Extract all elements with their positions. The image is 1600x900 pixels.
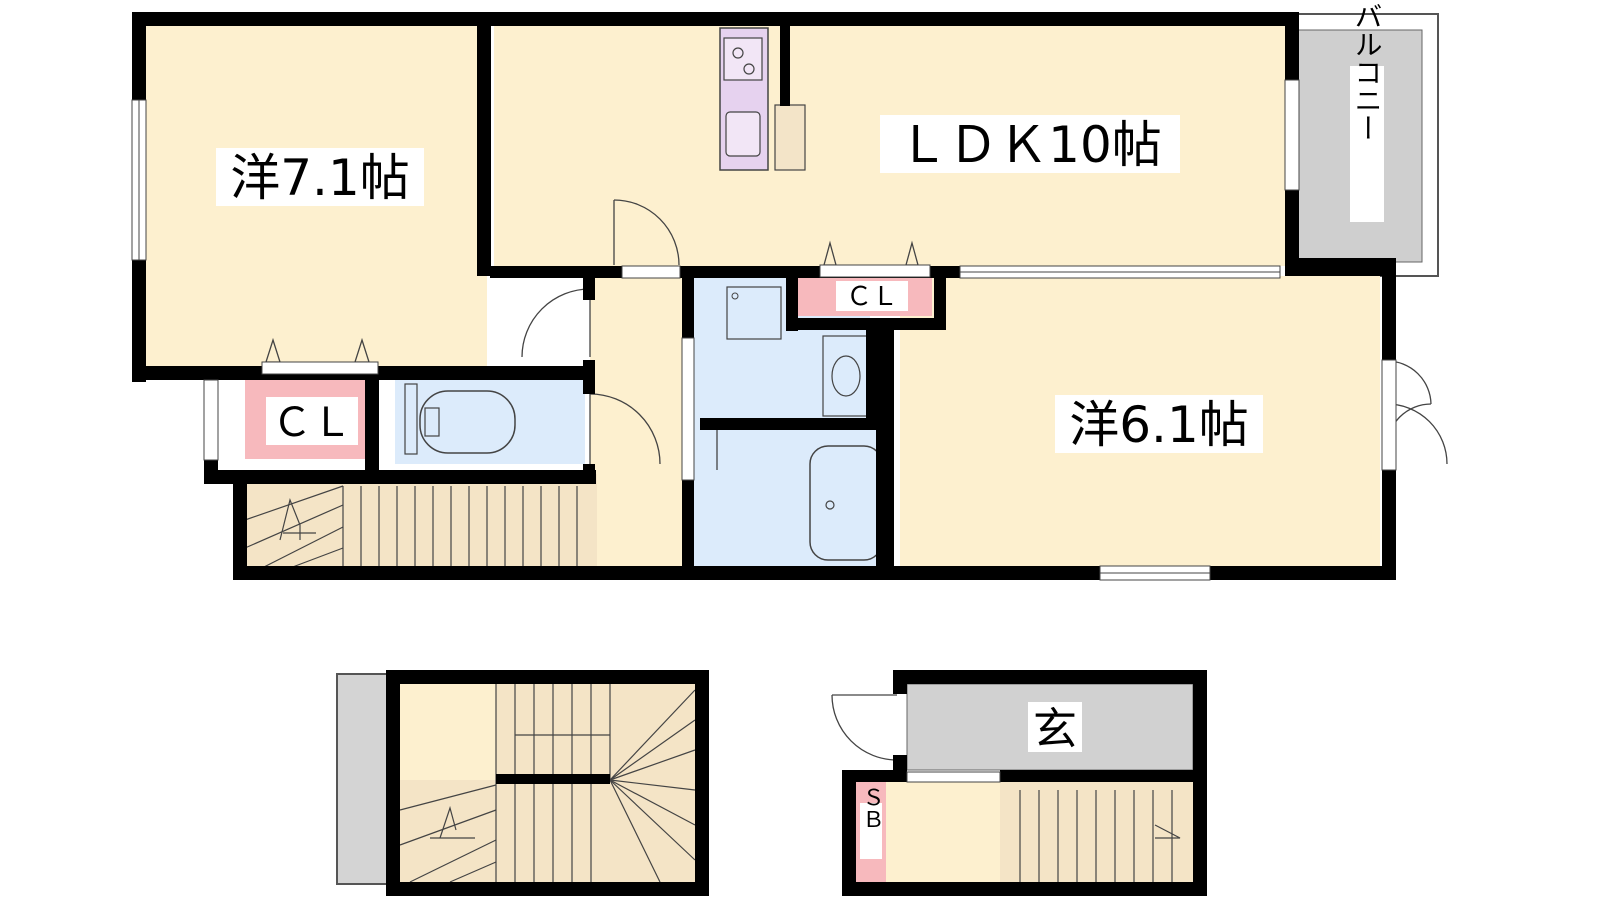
doors-upper <box>265 199 1448 470</box>
washbasin-icon <box>831 355 861 397</box>
label-bg-shoe-box <box>860 803 882 859</box>
entrance-hall-floor <box>885 782 1000 882</box>
label-bg-balcony <box>1350 66 1384 222</box>
label-bg-western-61 <box>1055 395 1263 453</box>
sink-icon <box>725 111 761 157</box>
label-bg-western-71 <box>216 148 424 206</box>
lower-balcony-strip <box>336 673 388 885</box>
drain-icon <box>731 292 739 300</box>
room-label-balcony: バルコニー <box>1351 2 1384 142</box>
label-bg-ldk <box>880 115 1180 173</box>
lower-stair-section <box>336 670 709 896</box>
toilet-bowl-icon <box>419 390 516 454</box>
entrance-section: 玄 ＳＢ <box>831 670 1207 896</box>
lower-landing-floor <box>400 684 496 780</box>
label-bg-cl-left <box>266 397 358 445</box>
walls-entrance <box>842 670 1207 896</box>
closet-label-left: ＣＬ <box>272 400 352 446</box>
burner-icon <box>732 47 744 59</box>
windows-upper <box>131 79 1397 581</box>
hallway-floor <box>590 270 685 570</box>
stair-entrance <box>1019 790 1181 882</box>
label-bg-cl-center <box>836 281 908 311</box>
stair-upper-floor <box>245 474 597 568</box>
washing-machine-icon <box>726 286 782 340</box>
entrance-step-line <box>906 771 1001 783</box>
closet-label-center: ＣＬ <box>846 282 898 312</box>
vanity-counter <box>822 335 869 417</box>
stair-lower <box>399 684 696 883</box>
room-label-entrance: 玄 <box>1033 704 1077 755</box>
tub-drain-icon <box>825 500 835 510</box>
room-label-western-71: 洋7.1帖 <box>230 149 410 207</box>
stove-top <box>723 37 763 81</box>
burner-icon <box>743 63 755 75</box>
bathtub-icon <box>809 445 883 561</box>
walls-lower-stair <box>386 670 709 896</box>
closet-label-shoe-box: ＳＢ <box>859 786 884 830</box>
label-bg-entrance <box>1028 702 1082 752</box>
fridge-space <box>774 104 806 171</box>
room-label-ldk: ＬＤＫ10帖 <box>898 116 1162 174</box>
toilet-seat-icon <box>424 407 440 437</box>
toilet-tank <box>404 383 418 455</box>
entrance-door <box>831 694 898 761</box>
stair-upper <box>244 485 578 569</box>
upper-floor: 洋7.1帖 ＬＤＫ10帖 洋6.1帖 ＣＬ ＣＬ バルコニー <box>131 2 1448 581</box>
room-label-western-61: 洋6.1帖 <box>1069 396 1249 454</box>
